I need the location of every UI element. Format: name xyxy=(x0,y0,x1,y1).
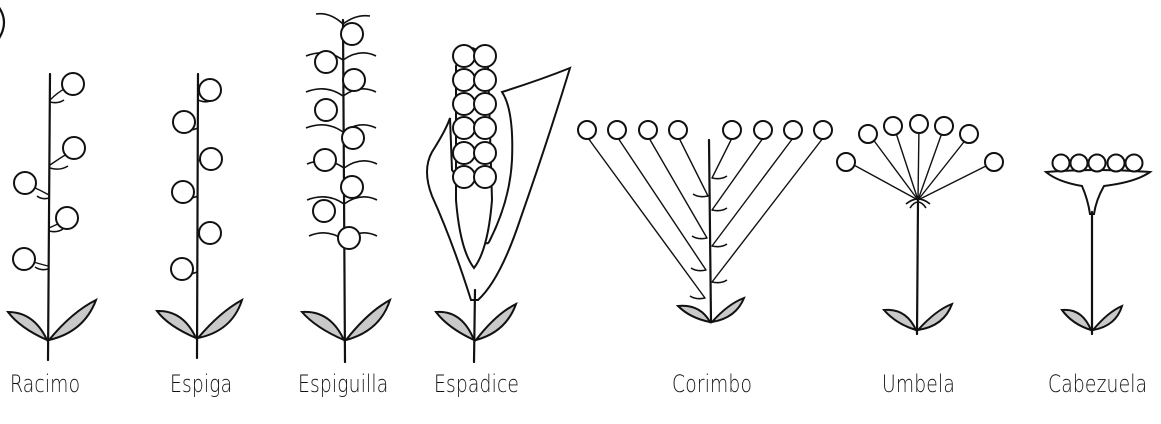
espiguilla-flower xyxy=(315,99,337,121)
espadice-flower xyxy=(453,45,475,67)
espadice-flower xyxy=(474,166,496,188)
espiga-flower xyxy=(171,258,193,280)
racimo-flower xyxy=(13,248,35,270)
espadice-flower xyxy=(474,93,496,115)
label-espiga: Espiga xyxy=(170,370,232,410)
cabezuela-flower xyxy=(1108,155,1125,172)
corimbo-flower xyxy=(754,121,772,139)
label-umbela: Umbela xyxy=(882,370,955,410)
umbela-flower xyxy=(985,153,1003,171)
corimbo-flower xyxy=(669,121,687,139)
espiguilla-drawing xyxy=(302,14,390,362)
espiguilla-flower xyxy=(338,227,360,249)
corimbo-flower xyxy=(639,121,657,139)
corimbo-flower xyxy=(723,121,741,139)
cabezuela-flower xyxy=(1126,155,1143,172)
espadice-flower xyxy=(453,69,475,91)
cabezuela-flower xyxy=(1089,155,1106,172)
label-cabezuela: Cabezuela xyxy=(1048,370,1147,410)
cabezuela-drawing xyxy=(1046,155,1150,335)
umbela-drawing xyxy=(837,115,1003,334)
umbela-flower xyxy=(837,153,855,171)
espadice-flower xyxy=(453,142,475,164)
espiga-leaf-right xyxy=(198,300,242,338)
espiga-leaf-left xyxy=(157,311,196,338)
espiguilla-flower xyxy=(342,127,364,149)
corimbo-drawing xyxy=(578,121,832,322)
espiga-stem xyxy=(197,74,198,358)
espiguilla-leaf-right xyxy=(346,300,390,340)
cabezuela-leaf-left xyxy=(1062,310,1091,330)
espadice-flower xyxy=(474,45,496,67)
umbela-flower xyxy=(910,115,928,133)
corimbo-flower xyxy=(784,121,802,139)
corimbo-stem xyxy=(709,140,711,322)
label-espadice: Espadice xyxy=(434,370,519,410)
espiguilla-flower xyxy=(343,69,365,91)
espadice-flower xyxy=(453,166,475,188)
cabezuela-receptacle xyxy=(1046,170,1150,214)
racimo-flower xyxy=(56,207,78,229)
espiga-flower xyxy=(199,79,221,101)
corimbo-flower xyxy=(608,121,626,139)
corimbo-leaf-left xyxy=(678,306,710,322)
corimbo-pedicels xyxy=(588,138,823,299)
espadice-flower xyxy=(474,117,496,139)
espadice-flower xyxy=(453,117,475,139)
label-racimo: Racimo xyxy=(10,370,80,410)
cabezuela-leaf-right xyxy=(1093,306,1122,330)
racimo-flower xyxy=(14,172,36,194)
umbela-leaf-left xyxy=(884,310,916,330)
espadice-leaf-left xyxy=(436,312,474,340)
racimo-drawing xyxy=(8,73,96,360)
corimbo-leaf-right xyxy=(712,298,744,322)
umbela-leaf-right xyxy=(918,304,952,330)
espadice-spathe xyxy=(427,68,570,300)
espiga-flower xyxy=(172,181,194,203)
espadice-stem xyxy=(474,290,475,362)
espadice-flower xyxy=(453,93,475,115)
espiguilla-flower xyxy=(314,149,336,171)
espiga-flower xyxy=(199,222,221,244)
racimo-leaf-left xyxy=(8,312,47,340)
cabezuela-flower xyxy=(1053,155,1070,172)
label-espiguilla: Espiguilla xyxy=(298,370,388,410)
espiguilla-flower xyxy=(341,176,363,198)
espiga-flower xyxy=(200,148,222,170)
espiguilla-flower xyxy=(341,23,363,45)
corimbo-flower xyxy=(578,121,596,139)
racimo-flower xyxy=(62,73,84,95)
espiga-flower xyxy=(173,111,195,133)
espadice-leaf-right xyxy=(476,304,516,340)
umbela-flower xyxy=(935,117,953,135)
cropped-letter-mark xyxy=(0,6,4,40)
label-corimbo: Corimbo xyxy=(672,370,752,410)
espadice-drawing xyxy=(427,45,570,362)
umbela-flower xyxy=(960,125,978,143)
cabezuela-flower xyxy=(1071,155,1088,172)
umbela-flower xyxy=(884,117,902,135)
racimo-flower xyxy=(63,137,85,159)
umbela-stem xyxy=(917,200,918,334)
corimbo-flower xyxy=(814,121,832,139)
espiguilla-flower xyxy=(315,51,337,73)
espiga-drawing xyxy=(157,74,242,358)
racimo-leaf-right xyxy=(49,300,96,340)
espadice-flower xyxy=(474,142,496,164)
umbela-flower xyxy=(859,125,877,143)
racimo-stem xyxy=(48,74,50,360)
espadice-flower xyxy=(474,69,496,91)
espiguilla-leaf-left xyxy=(302,312,344,340)
espiguilla-flower xyxy=(313,200,335,222)
